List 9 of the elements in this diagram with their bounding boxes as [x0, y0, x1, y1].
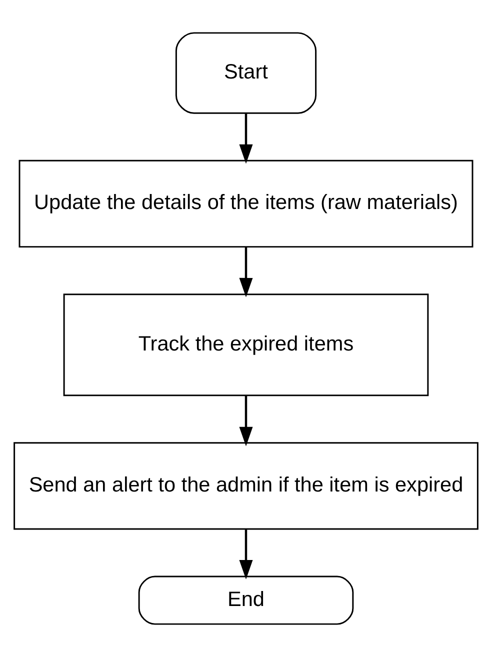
- arrow: [239, 114, 253, 164]
- arrow: [239, 530, 253, 580]
- node-box: Update the details of the items (raw materials): [18, 160, 474, 248]
- node-box: Start: [175, 32, 317, 114]
- node-box: Track the expired items: [63, 294, 429, 396]
- arrow: [239, 247, 253, 298]
- arrow: [239, 395, 253, 446]
- node-box: Send an alert to the admin if the item is expired: [14, 442, 478, 530]
- node-box: End: [138, 576, 354, 625]
